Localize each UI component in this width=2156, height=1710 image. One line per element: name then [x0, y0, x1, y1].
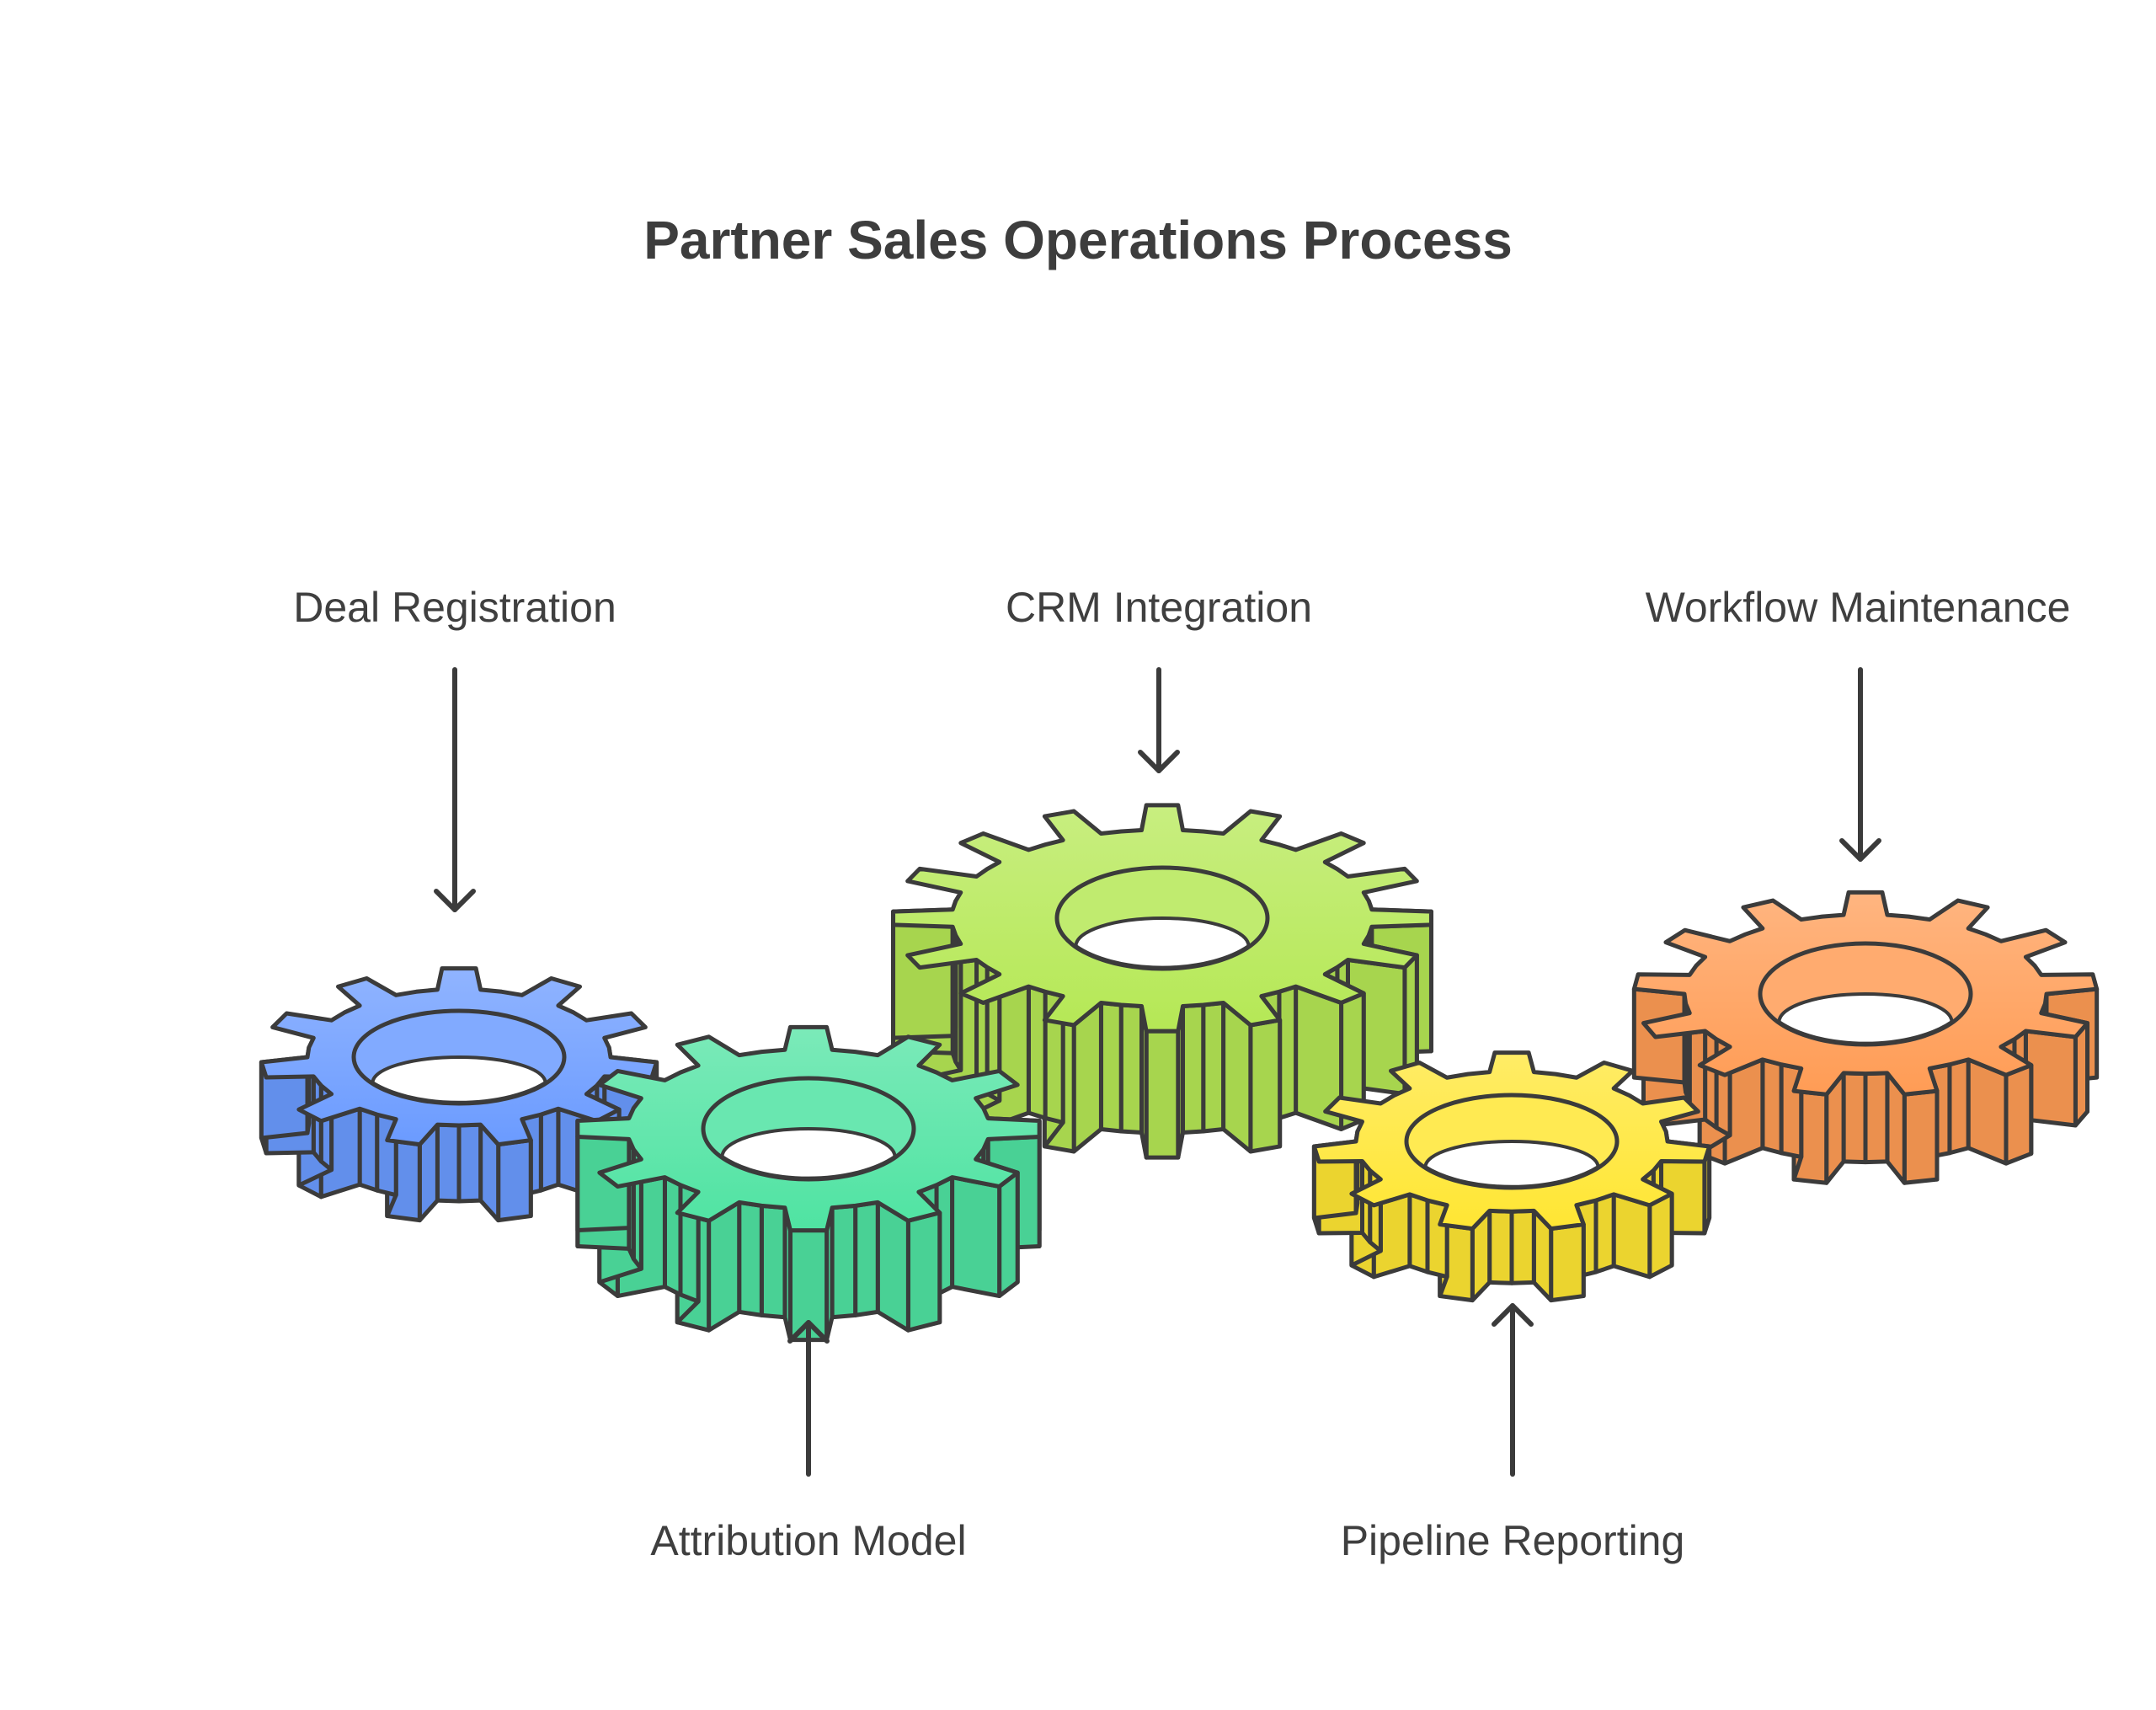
gear-side-face — [1593, 1192, 1616, 1274]
label-workflow-maintenance: Workflow Maintenance — [1645, 584, 2071, 631]
gear-side-face — [1841, 1071, 1868, 1165]
gear-3 — [1311, 1050, 1712, 1303]
gear-side-face — [1647, 1191, 1674, 1280]
gear-side-face — [1966, 1057, 2009, 1166]
gear-side-face — [950, 1175, 1002, 1299]
label-pipeline-reporting: Pipeline Reporting — [1340, 1517, 1685, 1564]
label-crm-integration: CRM Integration — [1005, 584, 1313, 631]
gear-hole-opening — [1777, 992, 1954, 1045]
gear-side-face — [1487, 1208, 1514, 1285]
label-deal-registration: Deal Registration — [293, 584, 616, 631]
gear-side-face — [662, 1175, 683, 1297]
gear-side-face — [707, 1200, 742, 1333]
gear-side-face — [456, 1122, 483, 1204]
arrow-attribution-model — [787, 1320, 830, 1477]
gear-side-face — [737, 1200, 764, 1317]
gear-side-face — [1181, 1002, 1206, 1135]
gear-side-face — [853, 1200, 880, 1317]
gear-side-face — [997, 1170, 1020, 1299]
gear-side-face — [1760, 1057, 1784, 1156]
gear-hole-opening — [371, 1055, 547, 1104]
gear-side-face — [538, 1106, 561, 1193]
diagram-title: Partner Sales Operations Process — [643, 210, 1513, 270]
gear-side-face — [2004, 1063, 2034, 1166]
gear-hole-opening — [1074, 916, 1251, 970]
gear-side-face — [1026, 984, 1048, 1120]
gear-side-face — [1407, 1192, 1430, 1274]
arrow-pipeline-reporting — [1492, 1303, 1534, 1477]
gear-side-face — [1509, 1208, 1536, 1285]
gear-2 — [891, 803, 1433, 1160]
label-attribution-model: Attribution Model — [650, 1517, 967, 1564]
gear-side-face — [1248, 1018, 1283, 1154]
gear-hole-opening — [1423, 1140, 1600, 1189]
gear-4 — [1631, 890, 2100, 1185]
gear-hole-opening — [720, 1127, 897, 1180]
gear-side-face — [1071, 1000, 1103, 1154]
gear-side-face — [891, 907, 955, 1040]
gear-side-face — [435, 1122, 462, 1204]
gear-side-face — [357, 1106, 380, 1193]
gear-side-face — [1902, 1088, 1940, 1185]
gear-side-face — [875, 1200, 910, 1333]
gear-side-face — [1863, 1071, 1890, 1165]
gear-side-face — [759, 1203, 787, 1320]
gear-side-face — [1144, 1029, 1181, 1160]
arrow-workflow-maintenance — [1839, 667, 1881, 862]
gear-side-face — [496, 1138, 533, 1223]
gear-side-face — [1611, 1192, 1652, 1280]
gear-side-face — [1098, 1000, 1123, 1134]
gear-side-face — [830, 1203, 858, 1320]
arrow-crm-integration — [1138, 667, 1180, 773]
gear-side-face — [1118, 1002, 1144, 1135]
arrow-deal-registration — [434, 667, 476, 912]
gear-side-face — [1947, 1057, 1971, 1156]
gear-side-face — [1201, 1000, 1226, 1134]
gear-side-face — [1221, 1000, 1253, 1154]
gear-side-face — [905, 1210, 942, 1333]
gear-side-face — [1549, 1222, 1586, 1303]
gear-1 — [575, 1024, 1042, 1343]
